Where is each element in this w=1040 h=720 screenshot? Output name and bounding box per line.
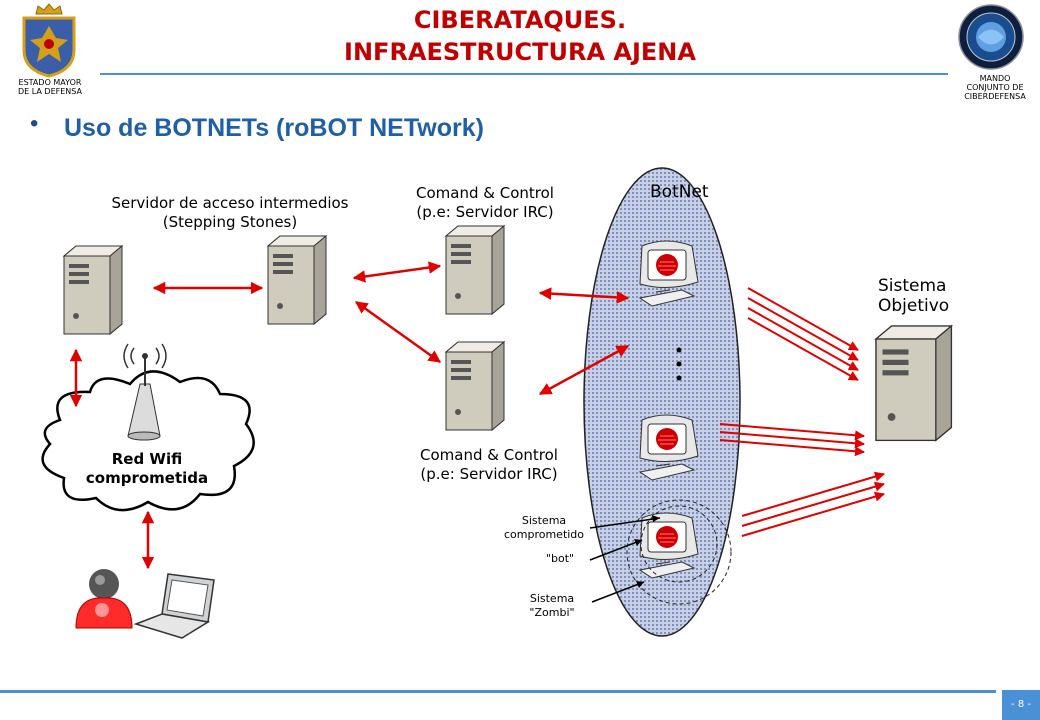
cc-server-bottom bbox=[445, 341, 505, 431]
bot-pc-top bbox=[639, 240, 699, 307]
header-divider bbox=[100, 73, 948, 75]
compromised-system-label: Sistema comprometido bbox=[503, 514, 585, 541]
cc-top-label: Comand & Control (p.e: Servidor IRC) bbox=[416, 184, 554, 221]
target-label: Sistema Objetivo bbox=[878, 276, 950, 316]
wifi-label: Red Wifi comprometida bbox=[85, 450, 209, 487]
cc-bottom-label: Comand & Control (p.e: Servidor IRC) bbox=[420, 446, 558, 483]
bot-label: "bot" bbox=[545, 552, 575, 565]
botnet-label: BotNet bbox=[650, 182, 709, 202]
stepping-stones-label: Servidor de acceso intermedios (Stepping… bbox=[111, 194, 349, 231]
bullet-text: Uso de BOTNETs (roBOT NETwork) bbox=[64, 114, 484, 142]
attacker-person-icon bbox=[75, 569, 133, 629]
footer-divider bbox=[0, 690, 996, 693]
page-number: - 8 - bbox=[1002, 690, 1040, 720]
emad-logo bbox=[16, 2, 82, 78]
wifi-cloud bbox=[41, 370, 255, 512]
bot-pc-middle bbox=[639, 414, 699, 481]
cc-server-top bbox=[445, 225, 505, 315]
mccd-seal bbox=[958, 4, 1024, 70]
emad-caption: ESTADO MAYOR DE LA DEFENSA bbox=[18, 78, 82, 96]
attacker-server bbox=[63, 245, 123, 335]
laptop-icon bbox=[133, 573, 215, 639]
bot-pc-bottom bbox=[639, 512, 699, 579]
botnet-cloud bbox=[583, 167, 741, 637]
target-server bbox=[875, 325, 953, 442]
zombie-system-label: Sistema "Zombi" bbox=[529, 592, 575, 619]
mccd-caption: MANDO CONJUNTO DE CIBERDEFENSA bbox=[964, 74, 1026, 101]
stepping-stone-server bbox=[267, 235, 327, 325]
page-title: CIBERATAQUES. INFRAESTRUCTURA AJENA bbox=[344, 6, 696, 66]
bullet-icon: • bbox=[30, 110, 39, 137]
